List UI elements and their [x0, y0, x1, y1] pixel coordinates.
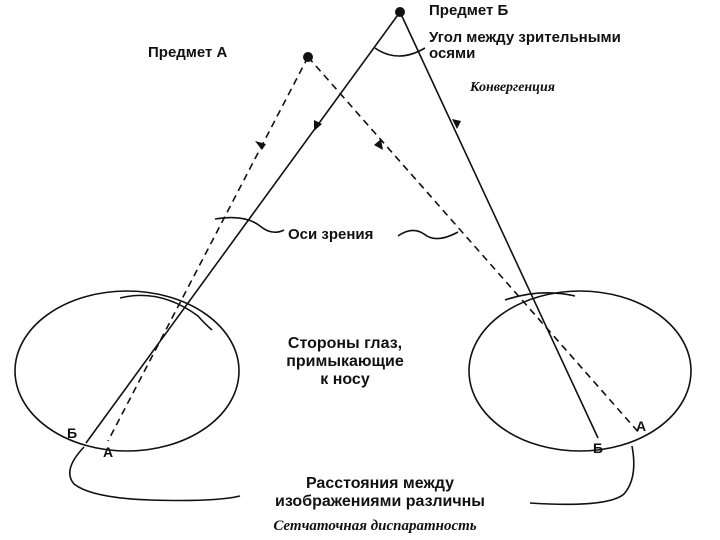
visual-axes-leader-right: [398, 230, 458, 238]
distance-label-line2: изображениями различны: [245, 493, 515, 511]
right-eye-axis-b: [400, 12, 598, 438]
object-a-dot: [303, 52, 313, 62]
disparity-leader-left: [70, 447, 240, 501]
left-eyeball: [15, 291, 239, 451]
arrow-left-axis-a: [255, 141, 266, 150]
object-a-label: Предмет А: [148, 45, 227, 61]
convergence-label: Конвергенция: [470, 80, 555, 96]
right-eye-b-label: Б: [593, 440, 603, 456]
left-eye-a-label: А: [103, 444, 113, 460]
disparity-leader-right: [530, 446, 634, 504]
right-eye-a-label: А: [636, 418, 646, 434]
distance-label-line1: Расстояния между: [245, 475, 515, 493]
visual-axes-label: Оси зрения: [288, 227, 373, 243]
retinal-disparity-label: Сетчаточная диспаратность: [230, 518, 520, 534]
left-eye-lens: [120, 295, 212, 330]
visual-axes-leader-left: [215, 218, 284, 233]
left-eye-b-label: Б: [67, 425, 77, 441]
nasal-label-line1: Стороны глаз,: [270, 335, 420, 353]
nasal-label-line3: к носу: [270, 371, 420, 389]
angle-label-line1: Угол между зрительными: [429, 30, 621, 46]
object-b-label: Предмет Б: [429, 3, 508, 19]
object-b-dot: [395, 7, 405, 17]
nasal-label-line2: примыкающие: [270, 353, 420, 371]
angle-label-line2: осями: [429, 46, 475, 62]
right-eyeball: [469, 291, 691, 451]
